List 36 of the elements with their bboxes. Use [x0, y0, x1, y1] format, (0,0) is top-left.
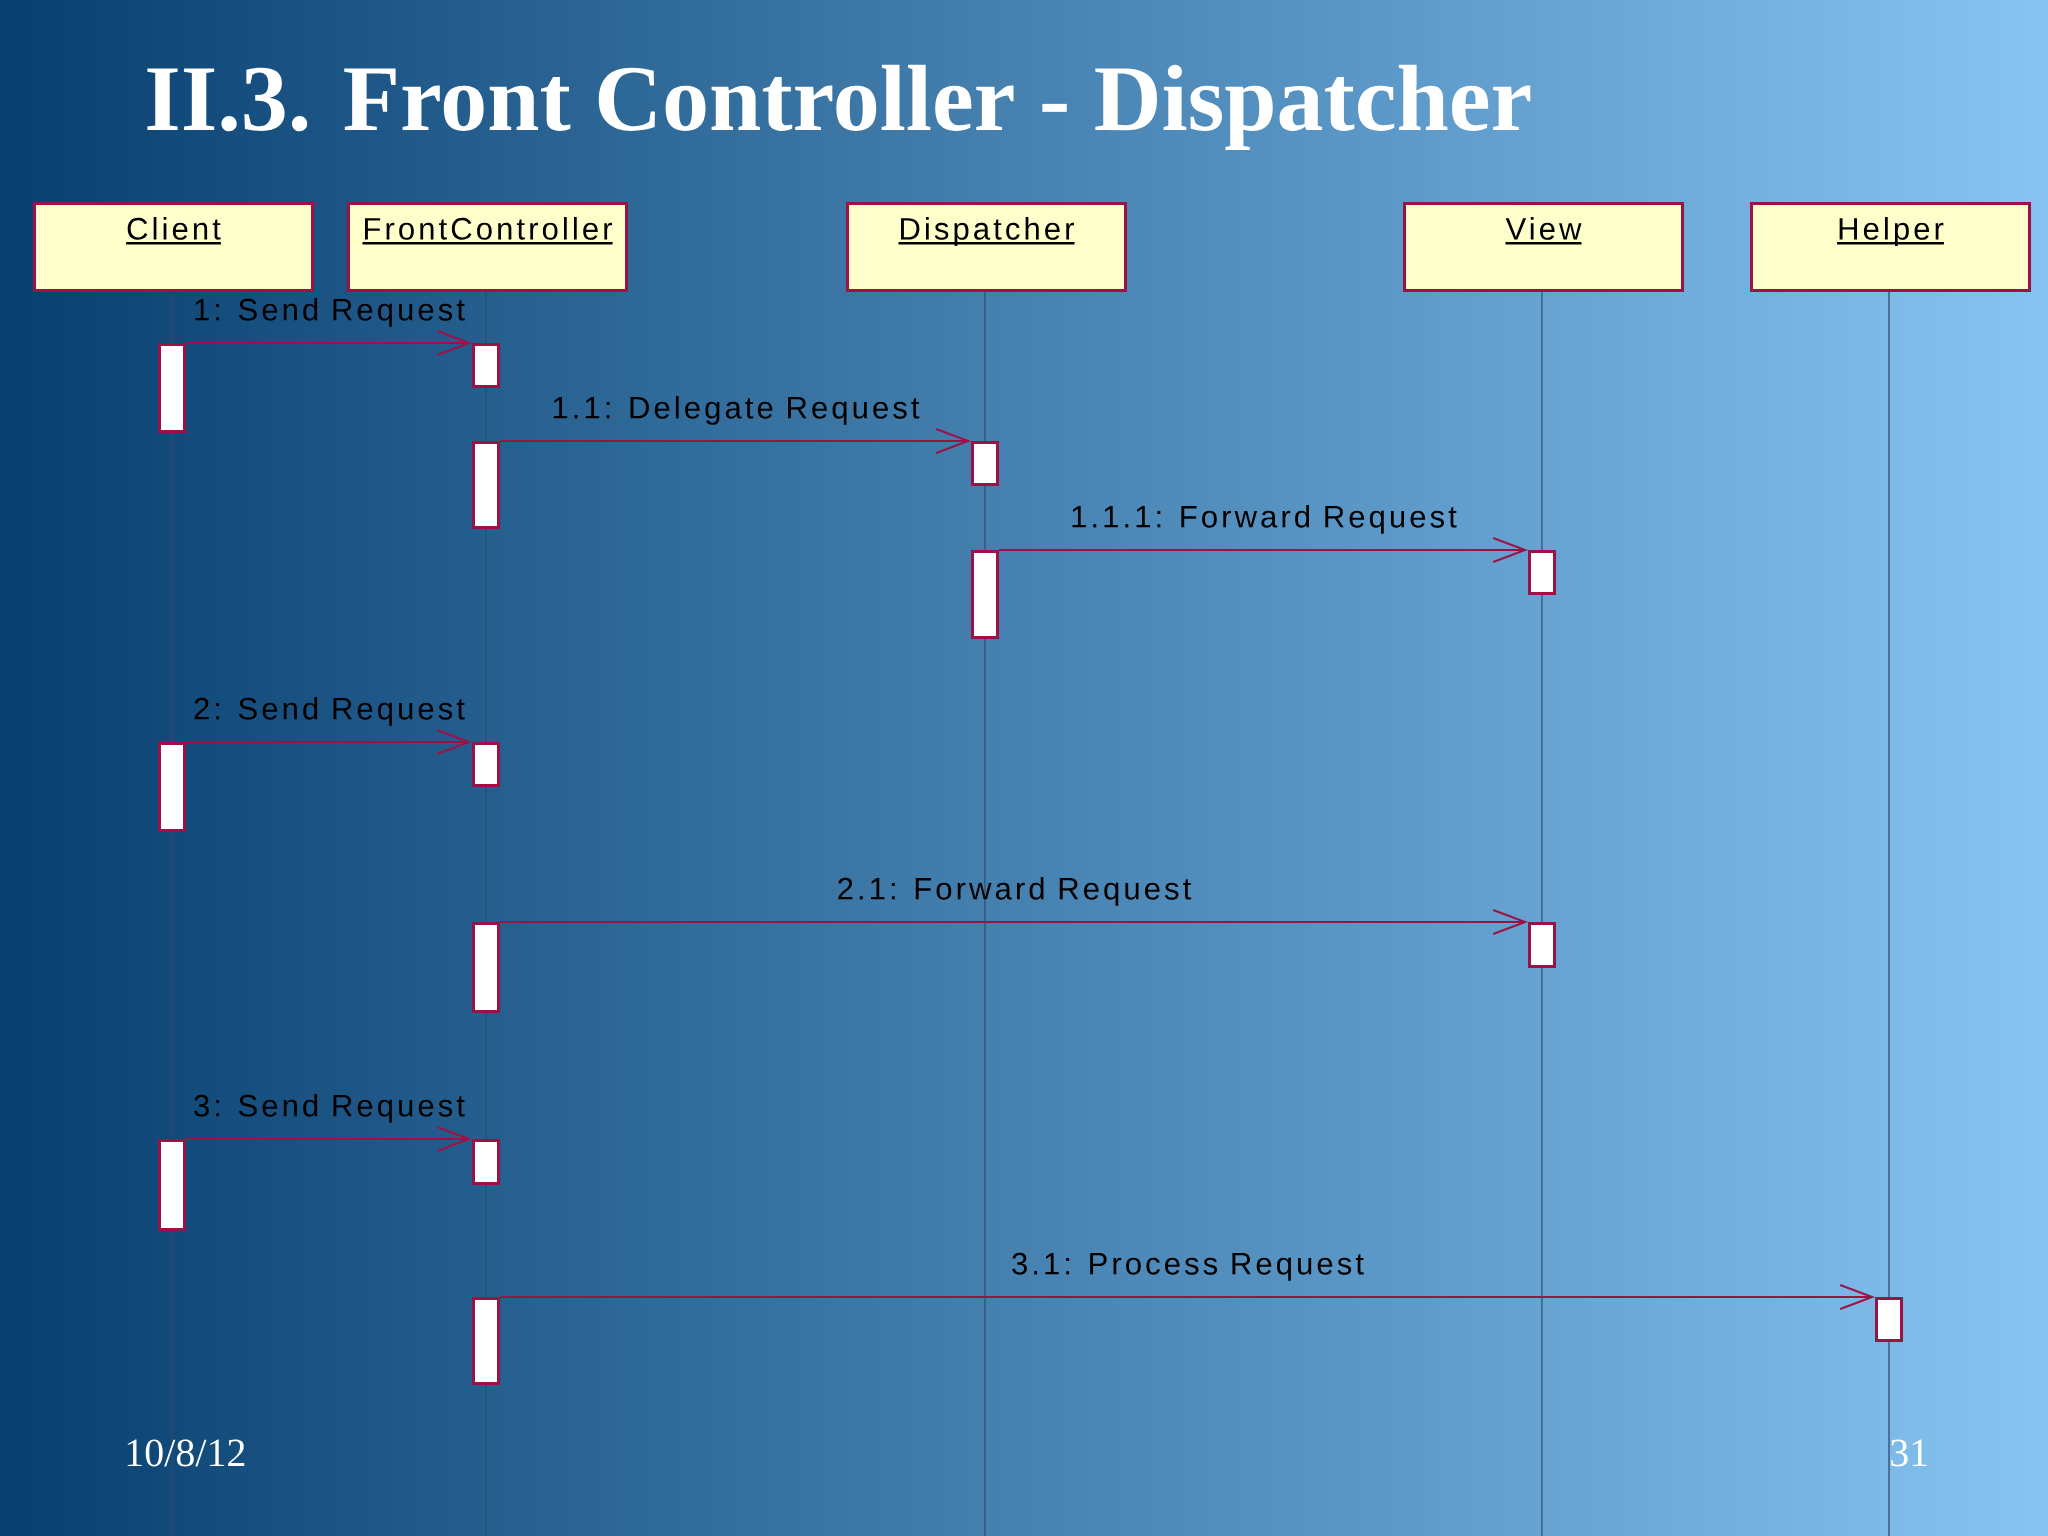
activation-bar: [971, 550, 999, 639]
activation-bar: [971, 441, 999, 486]
message-label: 2.1: Forward Request: [838, 876, 1192, 906]
message-label: 2: Send Request: [194, 696, 465, 726]
activation-bar: [1528, 550, 1556, 595]
footer-date: 10/8/12: [127, 1439, 245, 1467]
message-arrow: [499, 909, 1528, 935]
object-box: FrontController: [347, 202, 628, 292]
message-arrow: [499, 1284, 1875, 1310]
message-label: 1.1.1: Forward Request: [1072, 504, 1457, 534]
message-arrow: [998, 537, 1528, 563]
activation-bar: [472, 343, 500, 388]
slide-title: II.3. Front Controller - Dispatcher: [147, 64, 1531, 150]
activation-bar: [158, 343, 186, 433]
message-label: 3: Send Request: [194, 1093, 465, 1123]
activation-bar: [472, 922, 500, 1013]
object-box: View: [1403, 202, 1684, 292]
activation-bar: [158, 1139, 186, 1231]
message-arrow: [185, 729, 472, 755]
message-arrow: [185, 330, 472, 356]
activation-bar: [472, 1297, 500, 1385]
activation-bar: [158, 742, 186, 832]
message-arrow: [499, 428, 971, 454]
message-label: 1.1: Delegate Request: [553, 395, 920, 425]
activation-bar: [1875, 1297, 1903, 1342]
object-box: Client: [33, 202, 314, 292]
object-box: Helper: [1750, 202, 2031, 292]
message-arrow: [185, 1126, 472, 1152]
message-label: 1: Send Request: [195, 297, 465, 327]
activation-bar: [472, 441, 500, 529]
object-box: Dispatcher: [846, 202, 1127, 292]
page-number: 31: [1891, 1439, 1927, 1467]
message-label: 3.1: Process Request: [1012, 1252, 1364, 1281]
activation-bar: [1528, 922, 1556, 968]
activation-bar: [472, 1139, 500, 1185]
activation-bar: [472, 742, 500, 787]
